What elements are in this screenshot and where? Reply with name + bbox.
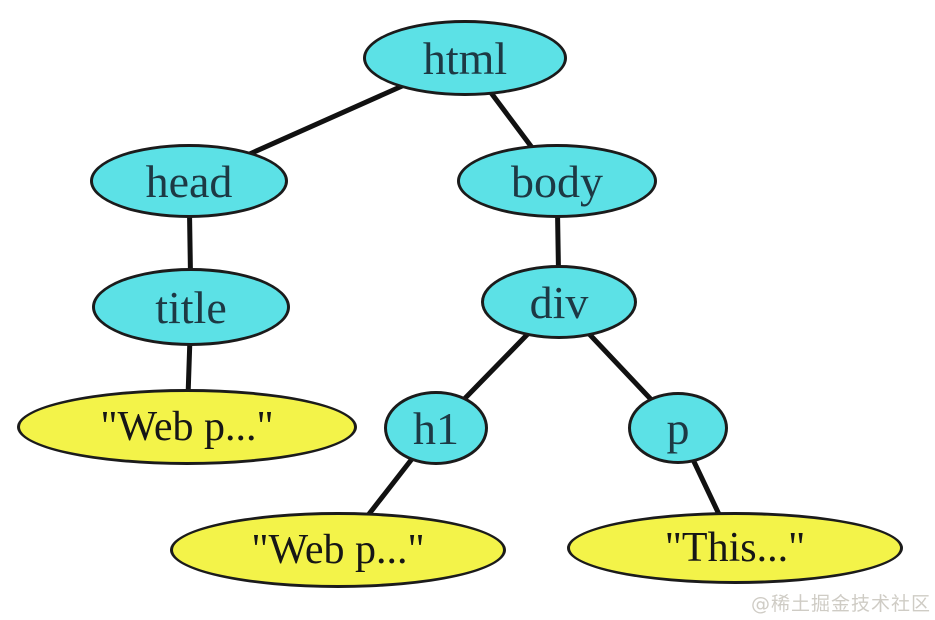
text-node-title-label: "Web p..." (100, 404, 274, 450)
node-div-label: div (529, 276, 589, 328)
node-title-label: title (155, 281, 227, 333)
node-body-label: body (511, 155, 603, 207)
watermark: @稀土掘金技术社区 (750, 593, 931, 615)
node-body: body (457, 144, 657, 218)
node-h1: h1 (384, 391, 488, 465)
text-node-title: "Web p..." (17, 389, 357, 465)
node-html: html (363, 20, 567, 96)
text-node-h1-label: "Web p..." (251, 527, 425, 573)
node-div: div (481, 265, 637, 339)
node-h1-label: h1 (413, 402, 459, 454)
text-node-p: "This..." (567, 512, 903, 584)
text-node-h1: "Web p..." (170, 512, 506, 588)
node-head-label: head (145, 155, 233, 207)
node-head: head (90, 144, 288, 218)
node-title: title (92, 268, 290, 346)
node-html-label: html (422, 32, 508, 84)
node-p: p (628, 392, 728, 464)
node-p-label: p (666, 402, 690, 454)
text-node-p-label: "This..." (664, 525, 806, 571)
